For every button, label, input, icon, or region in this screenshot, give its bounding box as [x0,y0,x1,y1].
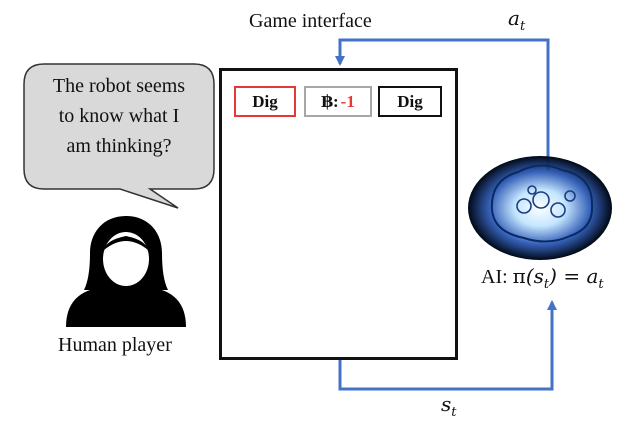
coin-counter: ฿:-1 [304,86,372,117]
ai-prefix: AI: [481,266,508,288]
coin-icon: ฿ [321,91,333,111]
state-label: st [441,392,457,420]
state-subscript: t [451,405,457,420]
speech-line-3: am thinking? [66,135,172,157]
coin-separator: : [333,91,339,111]
state-arrow [338,300,557,391]
left-dig-button[interactable]: Dig [234,86,296,117]
ai-policy-formula: AI: π(st) = at [481,264,604,292]
speech-bubble [23,63,215,209]
policy-equals: = [563,264,581,288]
action-subscript: t [519,19,526,34]
policy-arg-symbol: s [533,264,544,288]
speech-bubble-text: The robot seems to know what I am thinki… [26,71,212,161]
policy-arg-subscript: t [543,277,550,292]
speech-line-2: to know what I [58,105,180,127]
right-dig-button[interactable]: Dig [378,86,442,117]
person-icon [66,216,186,327]
policy-func: π [512,264,526,288]
policy-result-symbol: a [586,264,599,288]
brain-icon [468,156,612,260]
action-label: at [508,6,525,34]
speech-line-1: The robot seems [52,75,186,97]
policy-result-subscript: t [598,277,604,292]
action-symbol: a [508,6,520,30]
coin-value: -1 [340,91,355,111]
human-player-label: Human player [58,334,172,356]
state-symbol: s [441,392,452,416]
game-interface-label: Game interface [249,10,372,32]
action-arrow [335,38,550,170]
